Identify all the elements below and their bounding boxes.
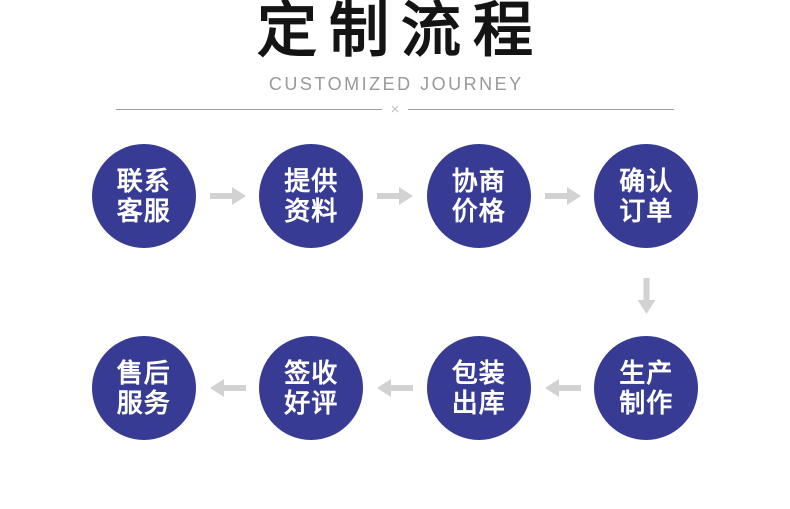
arrow-right-icon [544, 187, 581, 205]
flow-step-label: 联系 客服 [116, 166, 171, 226]
arrow-cell [531, 186, 595, 206]
arrow-left-icon [377, 379, 413, 397]
title-divider: × [0, 101, 790, 117]
flow-row-2: 售后 服务 签收 好评 包装 出库 生产 [0, 336, 790, 440]
x-divider-icon: × [390, 100, 400, 118]
flow-step-provide-materials: 提供 资料 [259, 144, 364, 248]
arrow-left-icon [209, 379, 246, 397]
flow-step-label: 包装 出库 [451, 358, 506, 418]
divider-line-right [408, 108, 675, 110]
page-title: 定制流程 [257, 0, 545, 64]
arrow-right-icon [377, 187, 413, 205]
arrow-left-icon [544, 379, 581, 397]
flow-row-1: 联系 客服 提供 资料 协商 价格 确认 [0, 144, 790, 248]
arrow-cell [363, 186, 427, 206]
flow-step-label: 确认 订单 [619, 166, 674, 226]
flow-step-sign-review: 签收 好评 [259, 336, 364, 440]
page-subtitle: CUSTOMIZED JOURNEY [268, 74, 524, 94]
flow-step-negotiate-price: 协商 价格 [426, 144, 531, 248]
flow-step-label: 提供 资料 [284, 166, 339, 226]
flow-step-label: 签收 好评 [284, 358, 339, 418]
arrow-cell [196, 378, 260, 398]
flow-step-after-sales: 售后 服务 [91, 336, 196, 440]
flow-step-label: 生产 制作 [619, 358, 674, 418]
flow-step-label: 协商 价格 [451, 166, 506, 226]
flow-step-contact-service: 联系 客服 [91, 144, 196, 248]
flow-step-production: 生产 制作 [594, 336, 699, 440]
arrow-cell [531, 378, 595, 398]
flow-step-pack-ship: 包装 出库 [426, 336, 531, 440]
arrow-cell [363, 378, 427, 398]
arrow-down-icon [637, 278, 656, 314]
flow-step-label: 售后 服务 [116, 358, 171, 418]
arrow-cell [196, 186, 260, 206]
flow-step-confirm-order: 确认 订单 [594, 144, 699, 248]
divider-line-left [115, 108, 382, 110]
arrow-right-icon [209, 187, 246, 205]
